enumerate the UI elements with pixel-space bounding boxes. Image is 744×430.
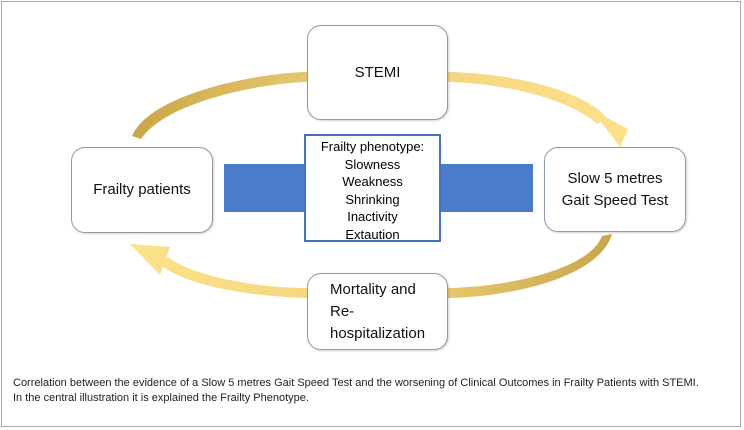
phenotype-box — [304, 134, 441, 242]
phenotype-item-slowness: Slowness — [344, 156, 401, 172]
node-mortality-line2: Re-hospitalization — [330, 302, 426, 342]
cycle-arrow-bottom-head — [130, 244, 170, 275]
node-mortality-line1: Mortality and — [330, 280, 416, 298]
caption-line-1: Correlation between the evidence of a Sl… — [13, 377, 699, 389]
node-slow-gait-speed-test: Slow 5 metres Gait Speed Test — [544, 147, 686, 232]
phenotype-text: Frailty phenotype: Slowness Weakness Shr… — [304, 138, 441, 243]
node-stemi-label: STEMI — [354, 63, 401, 81]
cycle-arrow-top-head — [592, 110, 628, 147]
node-frailty-patients: Frailty patients — [71, 147, 213, 233]
phenotype-item-inactivity: Inactivity — [347, 209, 398, 224]
block-arrow-left — [224, 136, 352, 240]
phenotype-item-weakness: Weakness — [342, 174, 403, 189]
node-frailty-patients-label: Frailty patients — [93, 181, 191, 198]
node-stemi: STEMI — [307, 25, 448, 120]
phenotype-title: Frailty phenotype: — [320, 139, 425, 154]
phenotype-item-extaution: Extaution — [345, 226, 400, 242]
phenotype-item-shrinking: Shrinking — [345, 191, 400, 207]
figure-caption: Correlation between the evidence of a Sl… — [13, 376, 737, 406]
node-mortality-rehospitalization: Mortality and Re-hospitalization — [307, 273, 448, 350]
node-slow-line1: Slow 5 metres — [567, 169, 663, 187]
caption-line-2: In the central illustration it is explai… — [13, 392, 309, 404]
block-arrow-right — [400, 136, 533, 240]
node-slow-line2: Gait Speed Test — [561, 191, 669, 209]
